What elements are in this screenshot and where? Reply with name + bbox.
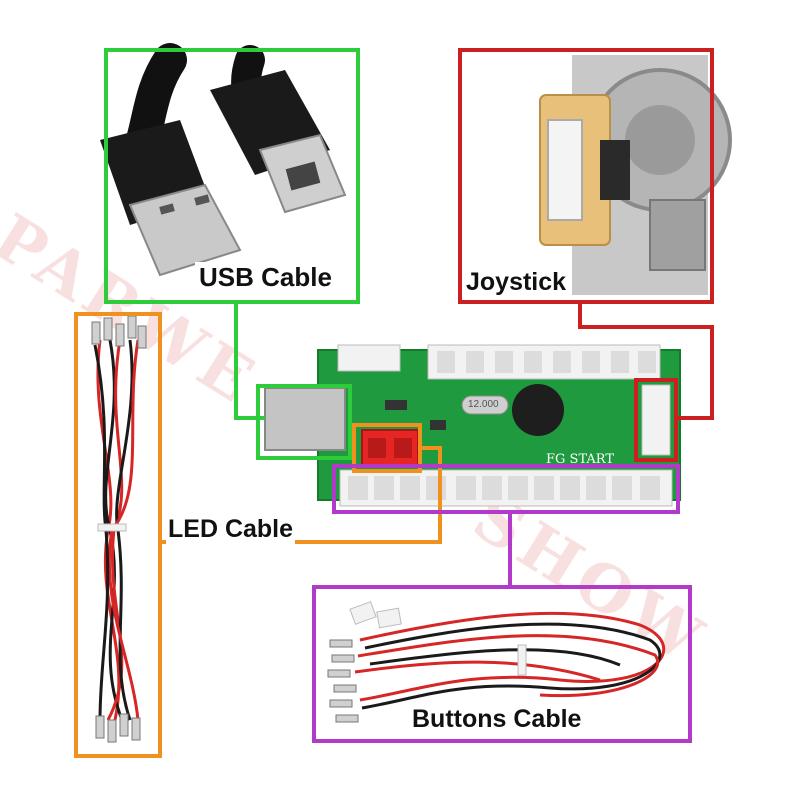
led-port-highlight <box>352 423 422 473</box>
pcb-silk-text: FG START <box>546 452 615 467</box>
usb-cable-label: USB Cable <box>195 262 336 292</box>
buttons-port-highlight <box>332 464 680 514</box>
usb-port-highlight <box>256 384 352 460</box>
led-connector-line <box>160 446 442 544</box>
pcb-board-image <box>264 344 681 507</box>
usb-cable-image <box>100 43 347 277</box>
joystick-frame <box>458 48 714 304</box>
buttons-cable-image <box>327 601 666 723</box>
joystick-port-highlight <box>634 378 678 462</box>
led-cable-label: LED Cable <box>166 515 296 544</box>
usb-connector-line <box>234 302 265 420</box>
joystick-connector-line <box>578 302 714 420</box>
joystick-label: Joystick <box>462 268 571 297</box>
led-cable-image <box>91 315 147 743</box>
usb-cable-frame <box>104 48 360 304</box>
buttons-cable-label: Buttons Cable <box>410 705 584 734</box>
joystick-image <box>539 55 732 295</box>
led-cable-frame <box>74 312 162 758</box>
pcb-crystal-text: 12.000 <box>468 399 499 410</box>
buttons-cable-frame <box>312 585 692 743</box>
